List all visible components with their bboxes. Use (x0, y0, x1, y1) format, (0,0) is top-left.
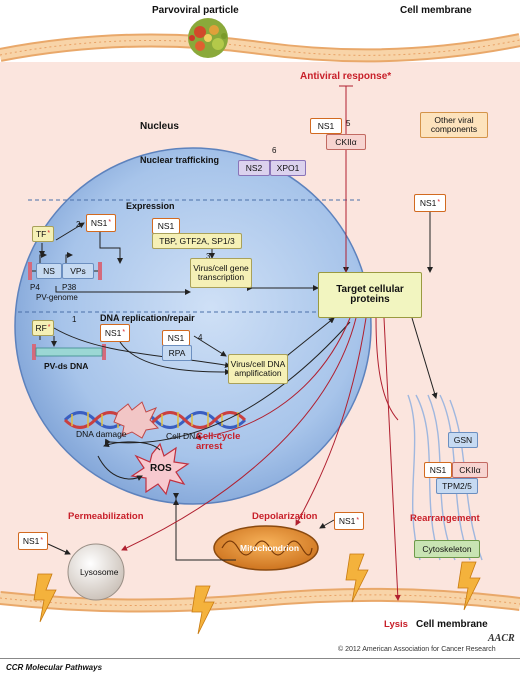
ns1-label: NS1 (419, 197, 437, 208)
antiviral-response-label: Antiviral response* (300, 71, 392, 82)
other-viral-components-box: Other viral components (420, 112, 488, 138)
mitochondrion-label: Mitochondrion (240, 543, 300, 553)
ns2-box: NS2 (238, 160, 270, 176)
number-2: 2 (76, 220, 81, 229)
nucleus-label: Nucleus (140, 121, 179, 132)
number-1: 1 (72, 315, 77, 324)
lightning-bolt-icons (33, 553, 481, 635)
depolarization-label: Depolarization (252, 511, 318, 522)
ns1-box-expression: NS1* (86, 214, 116, 232)
dna-damage-label: DNA damage (76, 429, 127, 439)
rf-label: RF (35, 322, 47, 333)
p4-label: P4 (30, 283, 40, 292)
lysosome-label: Lysosome (80, 567, 119, 577)
cell-cycle-arrest-text: Cell-cycle arrest (196, 431, 241, 452)
ros-label: ROS (150, 463, 172, 474)
ns1-box-antiviral: NS1 (310, 118, 342, 134)
cell-dna-helix-graphic (63, 401, 247, 439)
ns1-box-replication: NS1* (100, 324, 130, 342)
cell-membrane-top-graphic (0, 33, 520, 63)
ns1-label: NS1 (104, 327, 122, 338)
ns1-label: NS1 (338, 515, 356, 526)
number-5: 5 (346, 119, 351, 128)
ck2a-box-top: CKIIα (326, 134, 366, 150)
aacr-logo: AACR (488, 633, 515, 644)
pv-genome-label: PV-genome (36, 293, 78, 302)
target-cellular-proteins-box: Target cellular proteins (318, 272, 422, 318)
cell-cycle-arrest-label: Cell-cycle arrest (196, 432, 256, 452)
tf-box: TF* (32, 226, 54, 242)
number-3: 3 (206, 252, 211, 261)
parvoviral-particle-icon (188, 18, 228, 58)
amplification-box: Virus/cell DNA amplification (228, 354, 288, 384)
red-inhibition-arrows (121, 85, 401, 601)
number-6: 6 (272, 146, 277, 155)
cell-membrane-bottom-graphic (0, 587, 520, 613)
nucleus-graphic (14, 147, 372, 505)
number-4: 4 (198, 333, 203, 342)
ns1-box-tbp: NS1 (152, 218, 180, 234)
pv-ds-dna-label: PV-ds DNA (44, 361, 89, 371)
cytoskeleton-box: Cytoskeleton (414, 540, 480, 558)
ck2a-box-cytoskeleton: CKIIα (452, 462, 488, 478)
xpo1-box: XPO1 (270, 160, 306, 176)
transcription-box: Virus/cell gene transcription (190, 258, 252, 288)
ns1-box-cytoskeleton: NS1 (424, 462, 452, 478)
rf-box: RF* (32, 320, 54, 336)
ros-burst-graphic (130, 442, 190, 496)
tf-label: TF (35, 228, 47, 239)
rpa-box: RPA (162, 345, 192, 361)
parvoviral-particle-label: Parvoviral particle (152, 5, 239, 16)
cell-membrane-bottom-label: Cell membrane (416, 619, 488, 630)
ns1-box-mitochondrion: NS1* (334, 512, 364, 530)
ns1-label: NS1 (90, 217, 108, 228)
footer-title: CCR Molecular Pathways (6, 663, 103, 672)
ns1-box-right: NS1* (414, 194, 446, 212)
lysosome-graphic (67, 543, 125, 601)
vps-gene-box: VPs (62, 263, 94, 279)
mitochondrion-graphic (213, 525, 319, 571)
tbp-box: TBP, GTF2A, SP1/3 (152, 233, 242, 249)
cell-dna-label: Cell DNA (166, 431, 201, 441)
cell-membrane-top-label: Cell membrane (400, 5, 472, 16)
ns1-box-rpa: NS1 (162, 330, 190, 346)
ns1-label: NS1 (317, 120, 335, 131)
p38-label: P38 (62, 283, 77, 292)
gsn-box: GSN (448, 432, 478, 448)
ns1-label: NS1 (22, 535, 40, 546)
pv-ds-dna-graphic (32, 344, 106, 360)
tpm-box: TPM2/5 (436, 478, 478, 494)
expression-label: Expression (126, 201, 175, 211)
footer-rule (0, 658, 520, 659)
nuclear-trafficking-label: Nuclear trafficking (140, 155, 220, 165)
ns-gene-box: NS (36, 263, 62, 279)
lysis-label: Lysis (384, 619, 408, 630)
copyright-text: © 2012 American Association for Cancer R… (338, 646, 496, 653)
permeabilization-label: Permeabilization (68, 511, 144, 522)
rearrangement-label: Rearrangement (410, 513, 480, 524)
ns1-box-lysosome: NS1* (18, 532, 48, 550)
dna-replication-label: DNA replication/repair (100, 313, 195, 323)
